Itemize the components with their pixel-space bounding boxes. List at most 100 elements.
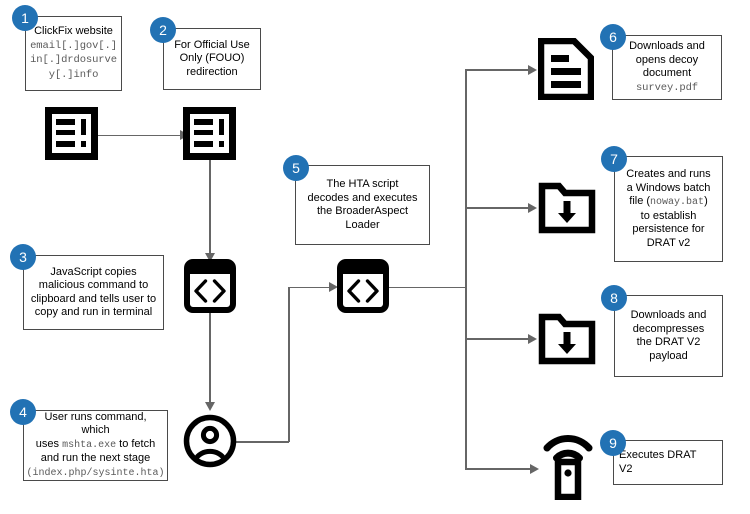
callout-line: For Official Use: [174, 39, 250, 53]
alert-page-icon-2: [183, 107, 236, 160]
callout-line: Only (FOUO): [180, 52, 245, 66]
callout-text: to fetch: [116, 437, 156, 450]
callout-text: The HTA script: [326, 178, 399, 190]
step-badge-4[interactable]: 4: [10, 399, 36, 425]
callout-line: redirection: [186, 66, 237, 80]
connector-spine-beacon: [465, 468, 537, 470]
callout-text: opens decoy: [635, 53, 699, 66]
callout-line: a Windows batch: [627, 182, 711, 196]
callout-line: The HTA script: [327, 178, 399, 192]
callout-line: the DRAT V2: [637, 336, 701, 350]
callout-text: document: [642, 67, 692, 79]
connector-code2-spine: [388, 286, 466, 289]
arrowhead-code1-user: [205, 402, 215, 411]
step-badge-2[interactable]: 2: [150, 17, 176, 43]
callout-line: Downloads and: [629, 40, 705, 54]
callout-text: For Official Use: [174, 38, 250, 51]
callout-line: copy and run in terminal: [35, 306, 152, 320]
folder-download-icon-1: [538, 180, 596, 234]
arrowhead-spine-document: [528, 64, 537, 75]
callout-line: survey.pdf: [636, 81, 698, 96]
callout-text: Loader: [345, 218, 380, 231]
callout-text: ClickFix website: [34, 25, 113, 37]
callout-line: file (noway.bat): [629, 195, 707, 210]
callout-text: payload: [649, 349, 688, 362]
callout-line: Creates and runs: [626, 168, 710, 182]
callout-line: User runs command, which: [29, 411, 162, 438]
callout-code-text: index.php/sysinte.hta: [32, 467, 159, 479]
callout-text: JavaScript copies: [50, 265, 137, 278]
callout-text: file (: [629, 195, 651, 207]
callout-text: redirection: [186, 65, 238, 78]
callout-line: (index.php/sysinte.hta): [26, 466, 164, 481]
callout-text: Executes DRAT: [619, 449, 697, 461]
callout-text: to establish: [640, 209, 697, 222]
callout-text: Only (FOUO): [179, 52, 245, 65]
code-window-icon-2: [337, 259, 389, 313]
callout-line: decodes and executes: [307, 192, 417, 206]
callout-line: and run the next stage: [41, 452, 150, 466]
callout-text: clipboard and tells user to: [30, 292, 157, 305]
arrowhead-spine-folder1: [528, 202, 537, 213]
arrowhead-alert2-code1: [205, 253, 215, 262]
callout-line: the BroaderAspect: [317, 205, 408, 219]
arrowhead-user-code2: [329, 282, 338, 292]
connector-user-right: [234, 441, 289, 443]
callout-code-text: mshta.exe: [62, 439, 117, 451]
arrowhead-spine-folder2: [528, 333, 537, 344]
connector-spine-folder2: [465, 338, 535, 340]
connector-user-code2: [288, 286, 332, 289]
callout-text: copy and run in terminal: [34, 306, 153, 318]
callout-code-text: ): [158, 467, 165, 479]
callout-text: the DRAT V2: [636, 336, 701, 348]
callout-line: payload: [649, 350, 688, 364]
callout-line: persistence for: [632, 223, 704, 237]
connector-spine-document: [465, 69, 535, 71]
callout-text: the BroaderAspect: [316, 205, 409, 217]
callout-text: Creates and runs: [626, 168, 711, 180]
step-badge-6[interactable]: 6: [600, 24, 626, 50]
step-badge-9[interactable]: 9: [600, 430, 626, 456]
connector-alert2-code1: [209, 158, 211, 256]
callout-code-text: y[.]info: [48, 68, 99, 81]
connector-user-up: [288, 287, 290, 442]
callout-code-text: noway.bat: [650, 197, 705, 208]
connector-spine-folder1: [465, 207, 535, 209]
callout-text: Downloads and: [629, 40, 705, 52]
callout-line: Loader: [345, 219, 379, 233]
callout-line: clipboard and tells user to: [31, 293, 156, 307]
document-icon: [538, 38, 594, 100]
step-badge-8[interactable]: 8: [601, 285, 627, 311]
step-badge-5[interactable]: 5: [283, 155, 309, 181]
user-icon: [183, 414, 237, 468]
callout-line: in[.]drdosurve: [30, 53, 117, 68]
callout-text: V2: [619, 462, 633, 475]
callout-line: opens decoy: [636, 54, 698, 68]
callout-line: Executes DRAT: [619, 449, 696, 463]
step-badge-3[interactable]: 3: [10, 244, 36, 270]
arrowhead-spine-beacon: [530, 463, 539, 474]
connector-spine: [465, 69, 467, 469]
callout-code-text: survey.pdf: [635, 81, 698, 94]
callout-text: uses: [35, 437, 63, 450]
callout-text: DRAT v2: [646, 236, 691, 249]
callout-code-text: (: [26, 467, 33, 479]
callout-line: document: [643, 67, 691, 81]
callout-text: malicious command to: [38, 279, 149, 291]
alert-page-icon-1: [45, 107, 98, 160]
callout-line: DRAT v2: [647, 237, 691, 251]
step-badge-7[interactable]: 7: [601, 146, 627, 172]
step-badge-1[interactable]: 1: [12, 5, 38, 31]
callout-text: a Windows batch: [626, 181, 711, 194]
callout-code-text: in[.]drdosurve: [30, 54, 117, 66]
